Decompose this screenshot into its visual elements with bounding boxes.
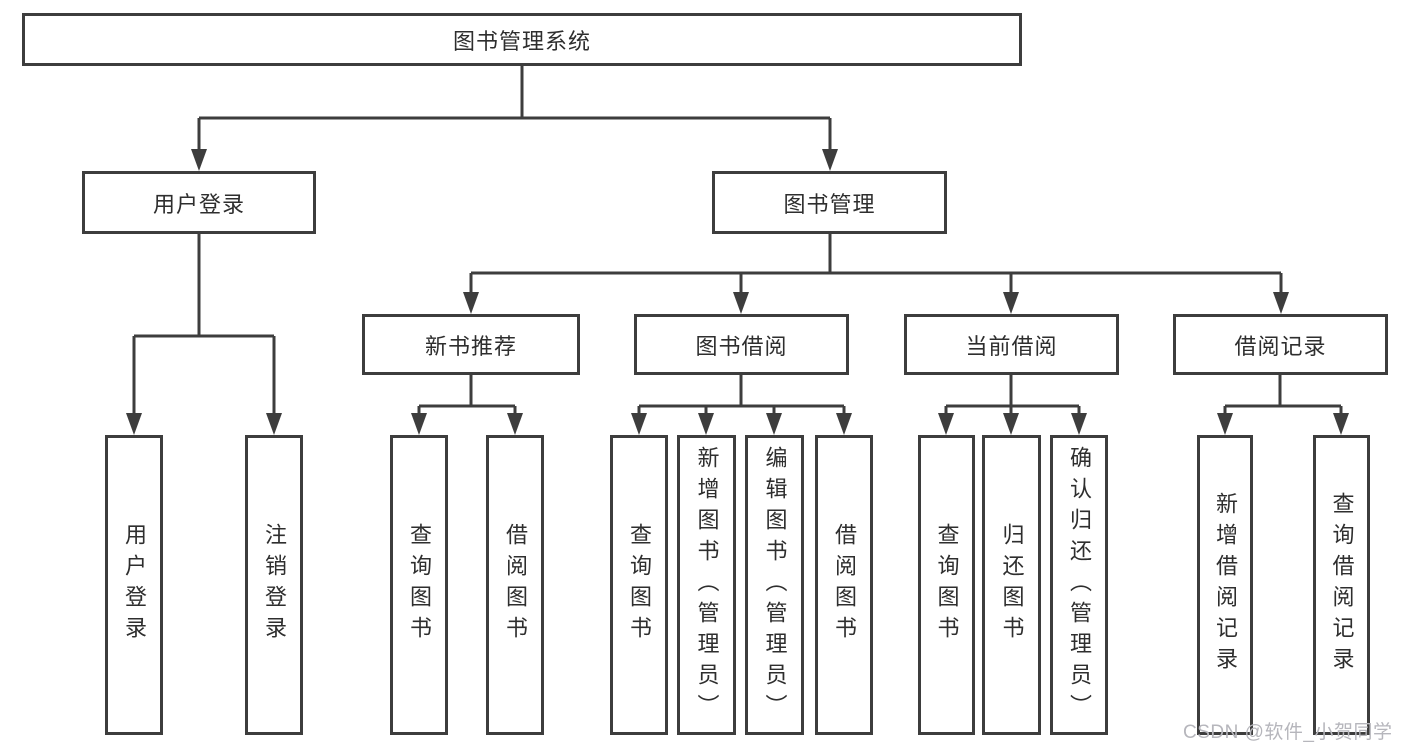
node-root: 图书管理系统 bbox=[22, 13, 1022, 66]
leaf-query-borrow-record: 查询借阅记录 bbox=[1313, 435, 1370, 735]
leaf-confirm-return-admin: 确认归还（管理员） bbox=[1050, 435, 1108, 735]
leaf-logout: 注销登录 bbox=[245, 435, 303, 735]
leaf-edit-book-admin: 编辑图书（管理员） bbox=[745, 435, 804, 735]
leaf-add-book-admin: 新增图书（管理员） bbox=[677, 435, 736, 735]
node-user-login: 用户登录 bbox=[82, 171, 316, 234]
leaf-borrow-books: 借阅图书 bbox=[815, 435, 873, 735]
node-borrow-records: 借阅记录 bbox=[1173, 314, 1388, 375]
node-current-borrow: 当前借阅 bbox=[904, 314, 1119, 375]
watermark: CSDN @软件_小贺同学 bbox=[1183, 722, 1393, 743]
node-book-management: 图书管理 bbox=[712, 171, 947, 234]
leaf-query-books-current: 查询图书 bbox=[918, 435, 975, 735]
leaf-user-login: 用户登录 bbox=[105, 435, 163, 735]
leaf-borrow-books-recommend: 借阅图书 bbox=[486, 435, 544, 735]
leaf-return-book: 归还图书 bbox=[982, 435, 1041, 735]
leaf-query-books-borrow: 查询图书 bbox=[610, 435, 668, 735]
node-new-book-recommend: 新书推荐 bbox=[362, 314, 580, 375]
leaf-add-borrow-record: 新增借阅记录 bbox=[1197, 435, 1253, 735]
node-book-borrow: 图书借阅 bbox=[634, 314, 849, 375]
leaf-query-books-recommend: 查询图书 bbox=[390, 435, 448, 735]
